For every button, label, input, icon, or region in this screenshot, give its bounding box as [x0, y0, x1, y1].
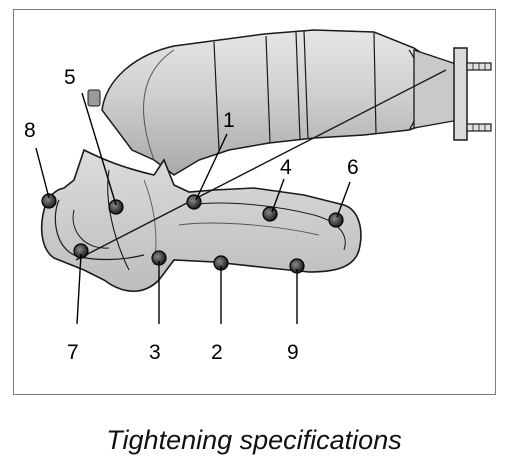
callout-1: 1	[223, 109, 235, 132]
callout-4: 4	[280, 156, 292, 179]
leader-lines	[35, 92, 351, 325]
leader-6	[336, 181, 351, 218]
sequence-line	[75, 69, 447, 261]
exhaust-manifold-diagram: 5 1 8 4 6 7 3 2 9	[24, 29, 492, 364]
bolt-8	[41, 193, 57, 209]
catalytic-converter	[101, 29, 445, 176]
diagram-frame: 5 1 8 4 6 7 3 2 9	[13, 9, 496, 395]
bolt-4	[262, 206, 278, 222]
bolt-1	[186, 194, 202, 210]
exhaust-manifold	[40, 148, 362, 292]
callout-9: 9	[287, 341, 299, 364]
leader-5	[81, 92, 117, 206]
leader-7	[76, 253, 82, 325]
figure-caption: Tightening specifications	[106, 425, 402, 455]
bolt-6	[328, 212, 344, 228]
outlet-flange	[413, 47, 492, 141]
leader-1	[195, 133, 228, 201]
callout-3: 3	[149, 341, 161, 364]
leader-8	[35, 147, 50, 199]
upper-stud	[87, 89, 101, 107]
callout-7: 7	[67, 341, 79, 364]
callout-8: 8	[24, 119, 36, 142]
callout-6: 6	[347, 156, 359, 179]
leader-4	[271, 178, 285, 213]
callout-5: 5	[64, 66, 76, 89]
bolt-5	[108, 199, 124, 215]
callout-labels: 5 1 8 4 6 7 3 2 9	[24, 66, 359, 364]
bolts	[41, 193, 344, 274]
callout-2: 2	[211, 341, 223, 364]
